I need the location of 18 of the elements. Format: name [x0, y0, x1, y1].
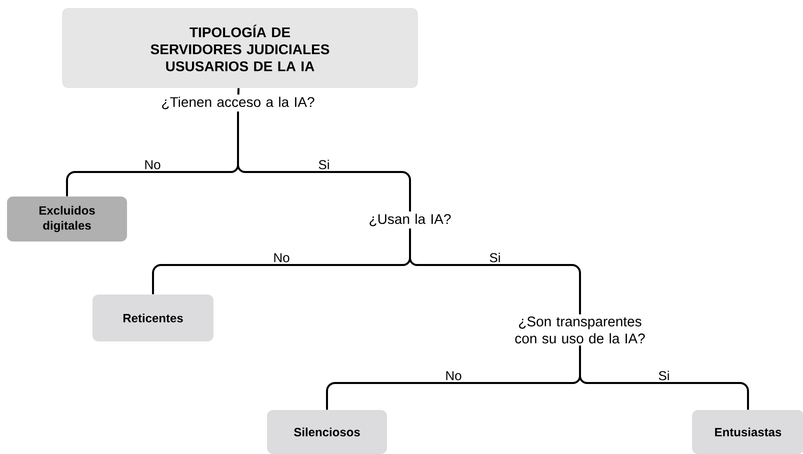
- edge-label: Si: [656, 369, 672, 382]
- edge-label: Si: [488, 251, 502, 264]
- connector-line: [409, 228, 581, 314]
- edge-label: No: [142, 158, 162, 171]
- connector-line: [579, 346, 749, 410]
- question-text: ¿Usan la IA?: [370, 214, 451, 226]
- title-box: TIPOLOGÍA DE SERVIDORES JUDICIALES USUSARIOS DE LA IA: [62, 8, 418, 88]
- question-text: ¿Son transparentes con su uso de la IA?: [515, 316, 645, 344]
- category-box: Silenciosos: [267, 410, 387, 454]
- question-text: ¿Tienen acceso a la IA?: [162, 96, 314, 110]
- category-box: Reticentes: [92, 294, 214, 342]
- category-box: Excluidos digitales: [7, 196, 127, 242]
- connector-line: [237, 88, 240, 95]
- connector-line: [237, 111, 411, 212]
- edge-label: No: [272, 252, 292, 264]
- edge-label: No: [444, 370, 464, 382]
- category-box: Entusiastas: [692, 410, 803, 454]
- edge-label: Si: [316, 158, 332, 171]
